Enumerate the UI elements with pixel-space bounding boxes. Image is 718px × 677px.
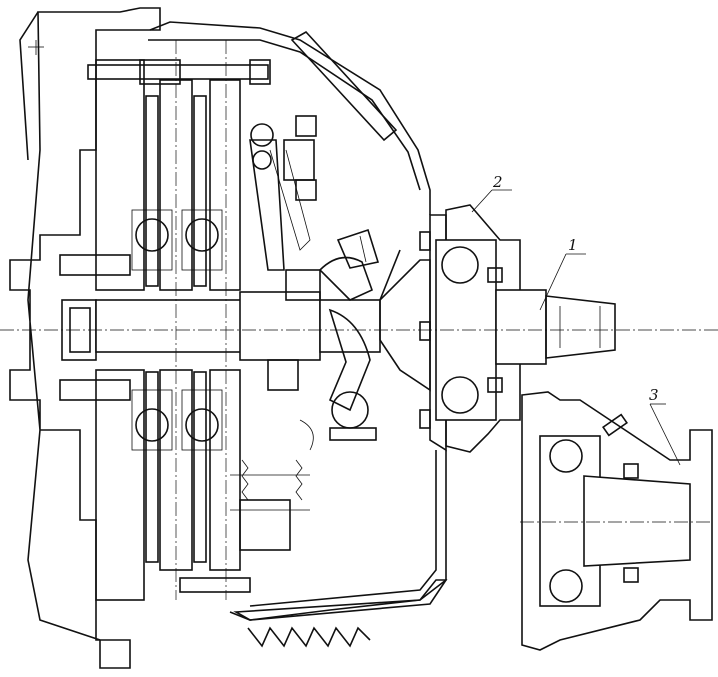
pressure-plate-front xyxy=(95,59,145,601)
output-shaft xyxy=(495,289,616,365)
centre-lines xyxy=(0,40,718,600)
pressure-springs xyxy=(230,419,314,551)
hub-bearing-1 xyxy=(131,209,173,451)
callout-3-label: 3 xyxy=(649,386,659,404)
friction-disc-1 xyxy=(145,95,159,563)
oil-line xyxy=(290,30,398,142)
release-fork xyxy=(318,228,380,441)
callout-2-label: 2 xyxy=(492,173,503,191)
callout-2-group: 2 xyxy=(471,173,512,213)
callout-1-group: 1 xyxy=(539,236,586,311)
callout-1-label: 1 xyxy=(568,236,578,254)
bottom-bolt xyxy=(179,577,251,593)
throwout-bearing xyxy=(267,269,321,391)
callout-3-group: 3 xyxy=(649,386,681,466)
ring-gear xyxy=(247,626,371,648)
top-bolt xyxy=(87,59,271,85)
input-shaft xyxy=(95,291,381,361)
hub-bearing-2 xyxy=(181,209,223,451)
bell-housing-plate xyxy=(379,214,447,452)
friction-disc-2 xyxy=(193,95,207,563)
variant-assembly xyxy=(521,391,713,651)
housing-bolt xyxy=(59,254,131,401)
clutch-cover xyxy=(148,21,448,621)
release-lever xyxy=(249,115,317,271)
pressure-plate-rear xyxy=(209,79,241,571)
